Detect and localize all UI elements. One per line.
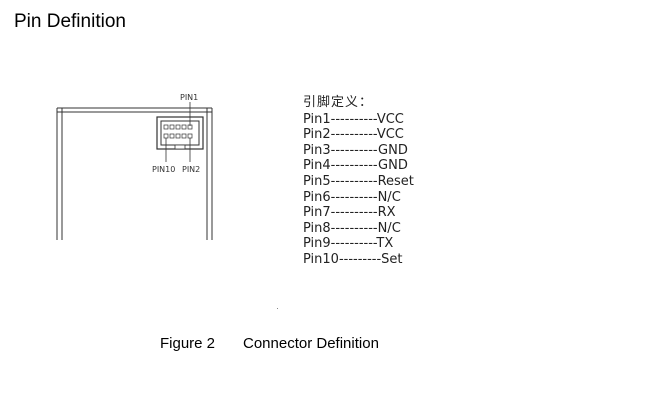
pin-list-title: 引脚定义： <box>303 95 374 110</box>
figure-caption: Figure 2 Connector Definition <box>160 335 379 352</box>
pin1-label: PIN1 <box>180 93 198 102</box>
figure-number: Figure 2 <box>160 335 216 352</box>
pin-row: Pin7----------RX <box>303 205 396 221</box>
stray-dot <box>277 308 278 309</box>
figure-title: Connector Definition <box>243 335 379 352</box>
pin-row: Pin2----------VCC <box>303 127 404 143</box>
pin-row: Pin5----------Reset <box>303 173 414 189</box>
pin2-label: PIN2 <box>182 165 200 174</box>
pin-row: Pin10---------Set <box>303 251 403 267</box>
pin-definition-list: 引脚定义： Pin1----------VCC Pin2----------VC… <box>303 95 414 268</box>
pin-row: Pin9----------TX <box>303 236 394 252</box>
pin-row: Pin3----------GND <box>303 142 408 158</box>
pin-row: Pin8----------N/C <box>303 220 401 236</box>
section-heading: Pin Definition <box>14 11 126 32</box>
connector-inner <box>160 120 200 146</box>
pin-row: Pin4----------GND <box>303 158 408 174</box>
pin10-label: PIN10 <box>152 165 175 174</box>
pin-row: Pin6----------N/C <box>303 189 401 205</box>
pin-row: Pin1----------VCC <box>303 111 404 127</box>
connector-key <box>174 144 186 150</box>
connector-diagram: PIN1 PIN10 PIN2 <box>56 93 213 240</box>
